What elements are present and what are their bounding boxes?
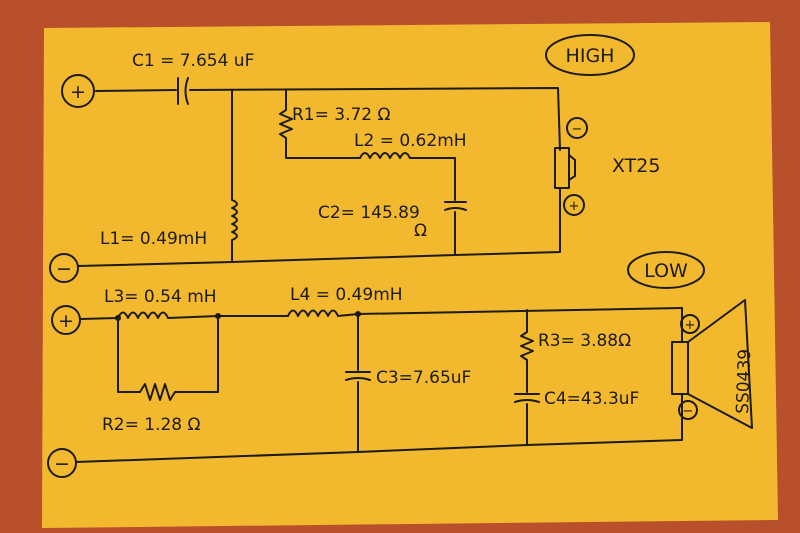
high-badge-label: HIGH	[566, 45, 615, 67]
r1-label: R1= 3.72 Ω	[292, 105, 391, 125]
high-ground-wire	[77, 254, 456, 267]
ss0439-driver	[671, 341, 689, 395]
low-badge-ellipse	[627, 251, 705, 289]
c3-capacitor	[345, 313, 371, 453]
l4-inductor	[287, 309, 359, 317]
xt25-minus-symbol: −	[572, 122, 583, 137]
c1-capacitor	[177, 77, 189, 105]
c3-label: C3=7.65uF	[376, 368, 471, 388]
xt25-driver-dome	[568, 154, 576, 181]
ss0439-plus-circle	[680, 314, 700, 334]
l1-inductor	[231, 199, 238, 263]
high-minus-terminal	[49, 253, 79, 283]
high-badge-ellipse	[545, 34, 635, 76]
high-pass-circuit	[49, 34, 635, 283]
ss0439-label: SS0439	[733, 349, 755, 415]
l4-label: L4 = 0.49mH	[290, 285, 403, 305]
xt25-label: XT25	[612, 155, 660, 177]
l3-label: L3= 0.54 mH	[104, 287, 217, 307]
l1-label: L1= 0.49mH	[100, 229, 207, 249]
l2-label: L2 = 0.62mH	[354, 131, 467, 151]
low-pass-circuit	[47, 251, 753, 478]
high-plus-terminal	[61, 74, 95, 108]
c2-capacitor	[444, 201, 467, 211]
r3-c4-branch	[514, 309, 540, 446]
low-top-wire	[357, 307, 683, 315]
c2-unit-label: Ω	[414, 221, 427, 241]
low-plus-symbol: +	[58, 310, 74, 332]
ss0439-minus-circle	[678, 400, 698, 420]
high-plus-symbol: +	[70, 81, 86, 103]
r2-label: R2= 1.28 Ω	[102, 415, 201, 435]
low-badge-label: LOW	[644, 260, 688, 282]
high-top-wire-left	[95, 89, 177, 92]
ss0439-plus-symbol: +	[685, 318, 696, 333]
high-right-return	[454, 187, 561, 256]
low-minus-terminal	[47, 448, 77, 478]
r3-label: R3= 3.88Ω	[538, 331, 631, 351]
l2-inductor	[359, 152, 456, 201]
low-input-wire	[79, 317, 119, 320]
xt25-plus-circle	[563, 194, 585, 216]
l3-inductor	[117, 311, 219, 319]
r1-resistor	[279, 89, 361, 159]
c2-label: C2= 145.89	[318, 203, 420, 223]
high-minus-symbol: −	[56, 258, 72, 280]
xt25-minus-circle	[566, 117, 588, 139]
ss0439-driver-cone	[687, 299, 753, 429]
xt25-driver	[554, 147, 570, 189]
xt25-plus-symbol: +	[569, 199, 580, 214]
low-minus-symbol: −	[54, 453, 70, 475]
r2-resistor	[117, 315, 219, 401]
ss0439-minus-symbol: −	[683, 404, 694, 419]
low-ground-wire	[75, 451, 359, 463]
paper-card	[42, 22, 778, 528]
c4-label: C4=43.3uF	[544, 389, 639, 409]
high-top-wire-right	[189, 87, 561, 151]
c1-label: C1 = 7.654 uF	[132, 51, 254, 71]
